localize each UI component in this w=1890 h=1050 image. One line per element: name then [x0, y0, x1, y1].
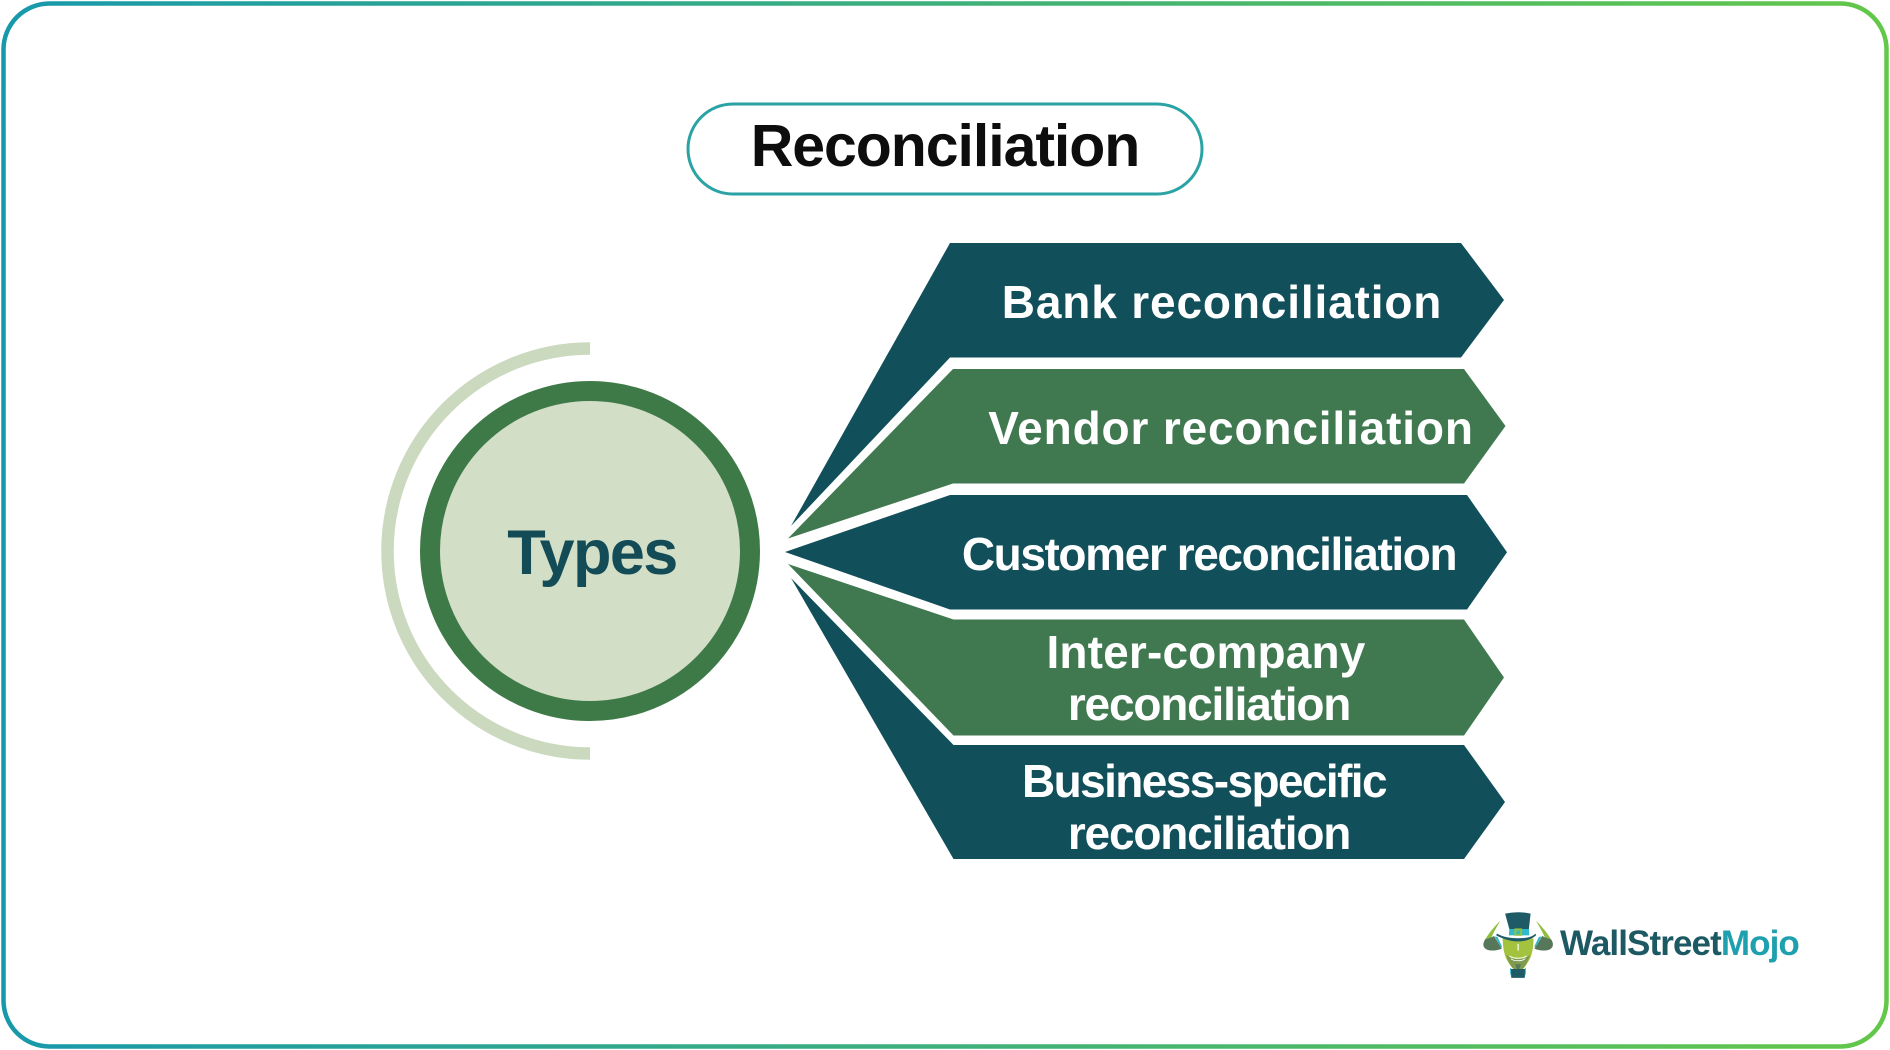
svg-text:Vendor reconciliation: Vendor reconciliation	[988, 402, 1474, 454]
svg-text:Bank reconciliation: Bank reconciliation	[1002, 276, 1442, 328]
svg-text:WallStreetMojo: WallStreetMojo	[1560, 924, 1799, 963]
svg-text:Customer reconciliation: Customer reconciliation	[962, 528, 1456, 580]
svg-text:Business-specific: Business-specific	[1022, 755, 1387, 807]
svg-text:Inter-company: Inter-company	[1046, 626, 1365, 678]
svg-text:Types: Types	[507, 518, 676, 588]
svg-text:reconciliation: reconciliation	[1068, 807, 1350, 859]
svg-text:Reconciliation: Reconciliation	[751, 113, 1140, 179]
svg-text:reconciliation: reconciliation	[1068, 678, 1350, 730]
